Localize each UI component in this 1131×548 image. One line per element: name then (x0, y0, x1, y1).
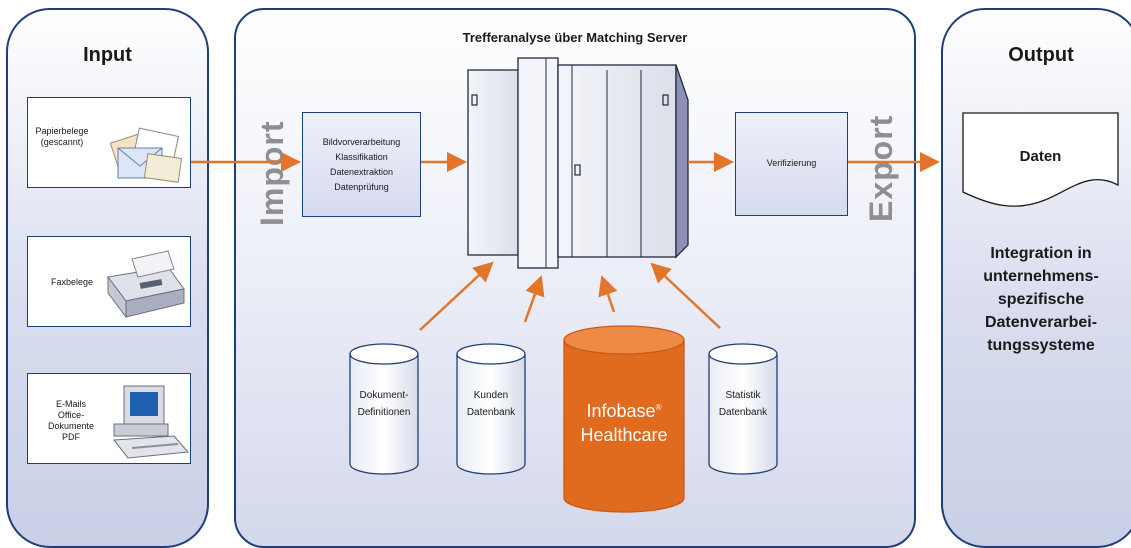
integration-text: Integration in unternehmens- spezifische… (983, 245, 1099, 354)
verification-label: Verifizierung (766, 158, 817, 168)
processing-step: Datenprüfung (334, 182, 389, 192)
database-dokument-definitionen (349, 343, 419, 475)
matching-server-title: Trefferanalyse über Matching Server (462, 30, 688, 45)
database-label: Dokument- Definitionen (357, 390, 411, 418)
infobase-name: Infobase (586, 401, 656, 421)
diagram-graphics (191, 57, 1119, 513)
document-label: Daten (1019, 148, 1062, 165)
computer-icon (113, 385, 190, 459)
fax-icon (107, 250, 185, 319)
input-item-paper: Papierbelege (gescannt) (27, 97, 191, 188)
database-label: Statistik Datenbank (718, 390, 768, 418)
envelopes-icon (109, 127, 183, 183)
output-panel (941, 8, 1131, 548)
output-title: Output (1008, 44, 1074, 66)
input-item-fax: Faxbelege (27, 236, 191, 327)
database-kunden (456, 343, 526, 475)
input-item-email: E-Mails Office- Dokumente PDF (27, 373, 191, 464)
infobase-subtitle: Healthcare (580, 425, 668, 445)
input-item-label: Faxbelege (50, 277, 94, 287)
database-infobase-healthcare (563, 325, 685, 513)
database-label: Kunden Datenbank (466, 390, 516, 418)
database-statistik (708, 343, 778, 475)
processing-step: Datenextraktion (329, 167, 394, 177)
infobase-label: Infobase® Healthcare (564, 396, 684, 447)
input-item-label: Papierbelege (gescannt) (35, 126, 89, 147)
processing-step: Klassifikation (335, 152, 388, 162)
processing-box: Bildvorverarbeitung Klassifikation Daten… (302, 112, 421, 217)
registered-mark: ® (655, 403, 662, 412)
document-icon (962, 112, 1119, 207)
verification-box: Verifizierung (735, 112, 848, 216)
processing-step: Bildvorverarbeitung (322, 137, 401, 147)
input-title: Input (83, 44, 132, 66)
server-icon (467, 57, 689, 269)
input-item-label: E-Mails Office- Dokumente PDF (47, 399, 95, 442)
